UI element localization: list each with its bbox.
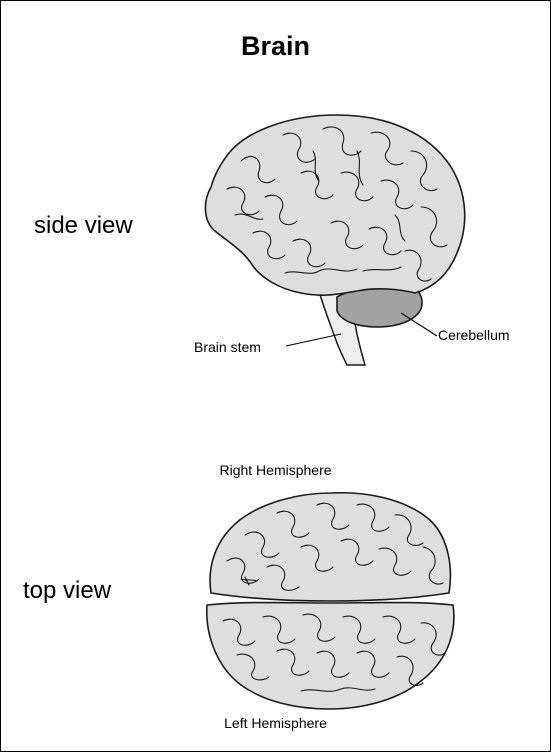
left-hemisphere-shape [207, 603, 454, 710]
side-view-brain [205, 115, 464, 365]
right-hemisphere-label: Right Hemisphere [1, 462, 550, 478]
cerebrum-shape [205, 115, 464, 295]
right-hemisphere-shape [210, 493, 450, 601]
left-hemisphere-label: Left Hemisphere [1, 715, 550, 731]
brain-stem-label: Brain stem [194, 339, 261, 355]
top-view-brain [207, 493, 454, 709]
cerebellum-label: Cerebellum [438, 327, 510, 343]
cerebellum-leader-line [401, 313, 437, 336]
brain-stem-leader-line [286, 334, 341, 346]
